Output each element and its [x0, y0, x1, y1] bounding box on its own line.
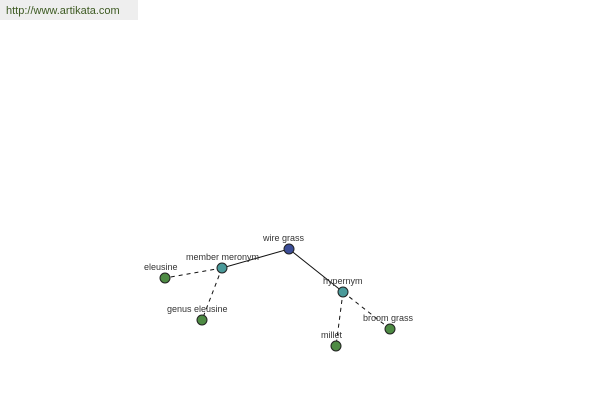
node-label-broom-grass: broom grass [363, 313, 414, 323]
node-broom-grass[interactable]: broom grass [363, 313, 414, 335]
node-millet[interactable]: millet [321, 330, 343, 352]
url-bar: http://www.artikata.com [0, 0, 138, 20]
node-label-millet: millet [321, 330, 343, 340]
site-url-link[interactable]: http://www.artikata.com [6, 5, 120, 17]
node-circle-hypernym[interactable] [337, 286, 349, 298]
edge-member-meronym-to-genus-eleusine [201, 267, 223, 321]
edge-wire-grass-to-member-meronym [221, 248, 290, 269]
node-label-member-meronym: member meronym [186, 252, 259, 262]
node-label-hypernym: hypernym [323, 276, 363, 286]
node-genus-eleusine[interactable]: genus eleusine [167, 304, 228, 326]
node-label-genus-eleusine: genus eleusine [167, 304, 228, 314]
node-circle-millet[interactable] [330, 340, 342, 352]
node-circle-wire-grass[interactable] [283, 243, 295, 255]
edges-layer [164, 248, 391, 347]
node-circle-genus-eleusine[interactable] [196, 314, 208, 326]
node-eleusine[interactable]: eleusine [144, 262, 178, 284]
node-circle-eleusine[interactable] [159, 272, 171, 284]
edge-wire-grass-to-hypernym [288, 248, 344, 293]
node-circle-member-meronym[interactable] [216, 262, 228, 274]
node-member-meronym[interactable]: member meronym [186, 252, 259, 274]
node-hypernym[interactable]: hypernym [323, 276, 363, 298]
node-circle-broom-grass[interactable] [384, 323, 396, 335]
node-wire-grass[interactable]: wire grass [262, 233, 305, 255]
edge-member-meronym-to-eleusine [164, 267, 223, 279]
node-label-wire-grass: wire grass [262, 233, 305, 243]
edge-hypernym-to-millet [335, 291, 344, 347]
edge-hypernym-to-broom-grass [342, 291, 391, 330]
node-label-eleusine: eleusine [144, 262, 178, 272]
